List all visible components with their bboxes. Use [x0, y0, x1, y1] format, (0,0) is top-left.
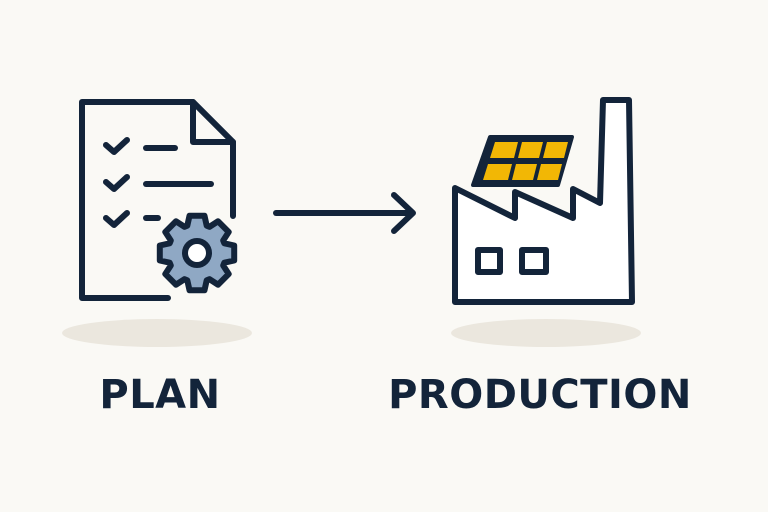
- factory-window: [519, 247, 549, 275]
- check-icon: [103, 174, 130, 192]
- factory-icon: [452, 97, 635, 305]
- solar-panel-icon: [471, 135, 574, 187]
- plan-shadow: [62, 319, 252, 347]
- production-shadow: [451, 319, 641, 347]
- gear-icon: [156, 212, 238, 294]
- arrow-icon: [273, 192, 416, 234]
- production-label: PRODUCTION: [388, 372, 692, 418]
- factory-window: [475, 247, 503, 275]
- checklist-document-icon: [79, 99, 236, 301]
- check-icon: [103, 210, 130, 228]
- check-icon: [103, 137, 130, 155]
- plan-label: PLAN: [99, 372, 221, 418]
